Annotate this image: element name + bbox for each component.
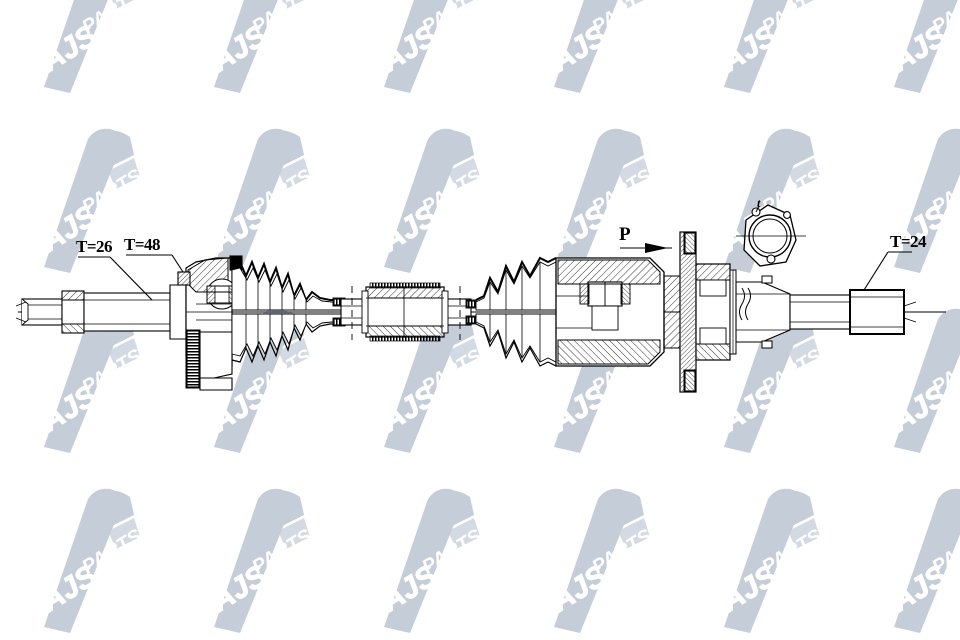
annotation-spline-abs: T=48: [124, 235, 161, 254]
annotation-spline-outer: T=26: [76, 237, 113, 256]
annotation-press-arrow: P: [619, 224, 631, 245]
annotation-flange-mark: t: [757, 196, 761, 210]
annotation-spline-inner: T=24: [890, 232, 927, 251]
